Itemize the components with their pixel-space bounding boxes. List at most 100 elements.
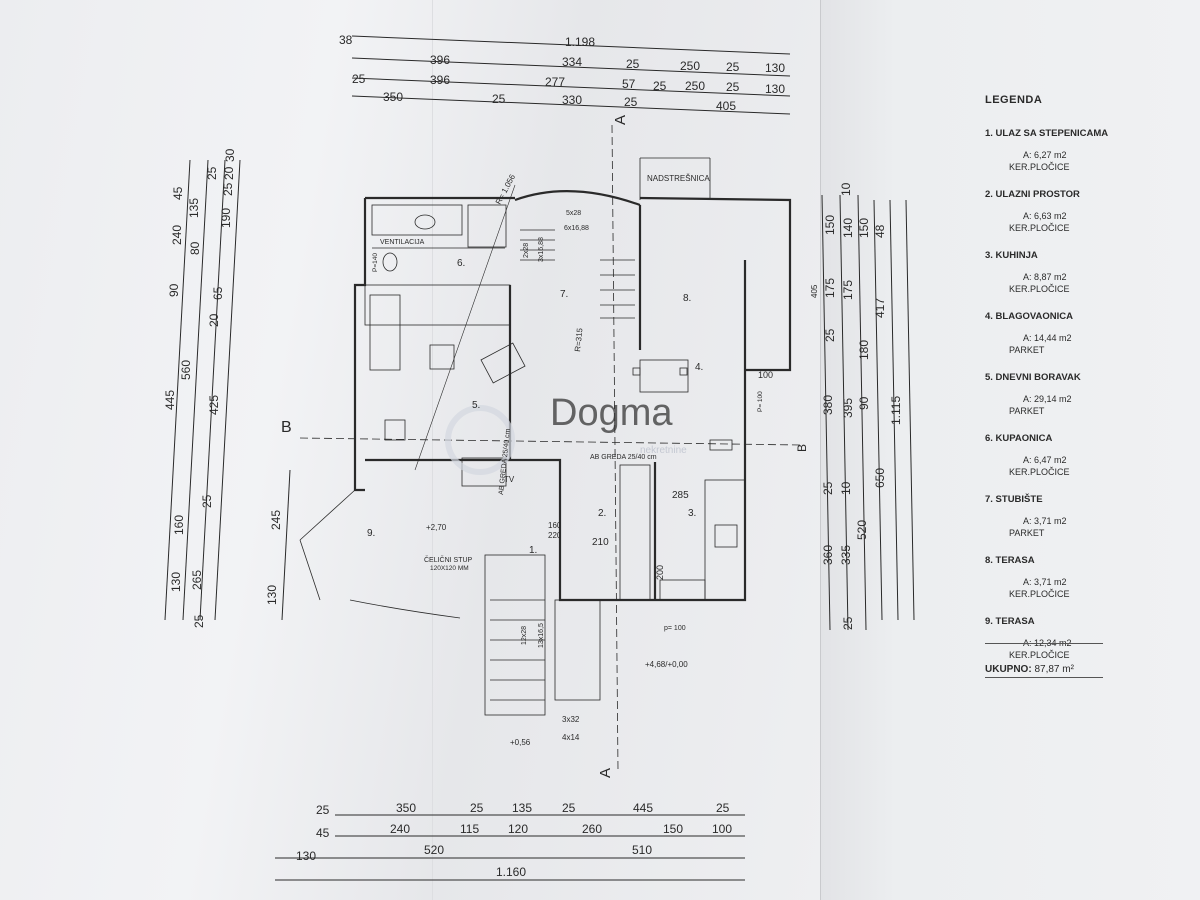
dim-label: 200: [655, 565, 665, 580]
dim-text: 25: [470, 801, 484, 815]
room-number: 4.: [695, 362, 703, 373]
dim-text: 25: [653, 79, 667, 93]
dim-text: 405: [810, 284, 819, 298]
dim-text: 425: [207, 395, 221, 415]
celicni-size-label: 120X120 MM: [430, 565, 469, 572]
legend-item-name: 9. TERASA: [985, 616, 1035, 627]
dim-text: 135: [512, 801, 532, 815]
legend-item-name: 2. ULAZNI PROSTOR: [985, 189, 1080, 200]
room-number: 6.: [457, 258, 465, 269]
dim-text: 25: [562, 801, 576, 815]
dim-text: 650: [873, 468, 887, 488]
dim-text: 25: [624, 95, 638, 109]
celicni-stup-label: ČELIČNI STUP: [424, 555, 473, 564]
legend-item-material: KER.PLOČICE: [1009, 589, 1070, 599]
dim-text: 130: [169, 572, 183, 592]
room-numbers: 1. 2. 3. 4. 5. 6. 7. 8. 9.: [367, 258, 703, 556]
dim-label: 100: [758, 370, 773, 380]
legend-item-area: A: 3,71 m2: [1023, 577, 1067, 587]
stairs-label: 5x28: [566, 210, 581, 217]
dim-text: 150: [823, 215, 837, 235]
legend-item-material: PARKET: [1009, 406, 1045, 416]
legend-item-name: 3. KUHINJA: [985, 250, 1038, 261]
elevation-label: +2,70: [426, 523, 447, 532]
section-b-label: B: [281, 419, 292, 436]
dim-text: 80: [188, 241, 202, 255]
stairs-label: 3x16,88: [538, 237, 545, 262]
legend-item-material: KER.PLOČICE: [1009, 223, 1070, 233]
left-dims: 445 160 130 25 90 560 265 45 240 135 80 …: [163, 148, 283, 628]
dim-text: 10: [839, 182, 853, 196]
dim-text: 25: [200, 494, 214, 508]
dim-text: 38: [339, 33, 353, 47]
dim-text: 57: [622, 77, 636, 91]
left-dimension-lines: [164, 159, 291, 621]
legend-item-material: KER.PLOČICE: [1009, 467, 1070, 477]
dim-text: 330: [562, 93, 582, 107]
stairs-label: 2x28: [523, 243, 530, 258]
dim-label: 160: [548, 521, 562, 530]
dim-text: 360: [821, 545, 835, 565]
stairs-label: 3x32: [562, 715, 580, 724]
paper-crease: [432, 0, 433, 900]
dim-text: 180: [857, 340, 871, 360]
legend-item-name: 7. STUBIŠTE: [985, 494, 1043, 505]
room-number: 8.: [683, 293, 691, 304]
dim-text: 250: [685, 79, 705, 93]
elevation-label: +4,68/+0,00: [645, 660, 688, 669]
dim-text: 510: [632, 843, 652, 857]
stairs-label: 4x14: [562, 733, 580, 742]
interior-lines: [299, 157, 746, 716]
dim-text: 150: [857, 218, 871, 238]
dim-text: 25: [841, 616, 855, 630]
dim-text: 175: [823, 278, 837, 298]
legend-item: 8. TERASA A: 3,71 m2 KER.PLOČICE: [985, 555, 1115, 600]
legend-item: 2. ULAZNI PROSTOR A: 6,63 m2 KER.PLOČICE: [985, 189, 1115, 234]
dim-text: 1.115: [889, 396, 903, 425]
legend-item-material: PARKET: [1009, 345, 1045, 355]
legend-item-material: KER.PLOČICE: [1009, 162, 1070, 172]
p-label: P=140: [372, 253, 379, 272]
dim-text: 25: [205, 166, 219, 180]
room-number: 3.: [688, 508, 696, 519]
dim-text: 20: [222, 166, 236, 180]
dim-text: 25: [726, 80, 740, 94]
dim-text: 350: [383, 90, 403, 104]
dim-text: 1.198: [565, 35, 595, 49]
legend-item-area: A: 6,63 m2: [1023, 211, 1067, 221]
dim-text: 405: [716, 99, 736, 113]
p-label: P= 100: [757, 391, 764, 412]
p-label: p= 100: [664, 625, 686, 632]
paper-left-sheet: [0, 0, 820, 900]
dim-text: 130: [765, 61, 785, 75]
section-lines: [299, 124, 801, 771]
dim-text: 240: [170, 225, 184, 245]
nadstresnica-label: NADSTREŠNICA: [647, 174, 710, 183]
dim-text: 45: [316, 826, 330, 840]
dim-text: 245: [269, 510, 283, 530]
legend-item-name: 8. TERASA: [985, 555, 1035, 566]
dim-text: 277: [545, 75, 565, 89]
stairs-label: 6x16,88: [564, 225, 589, 232]
dim-text: 65: [211, 286, 225, 300]
stairs-label: 12x28: [521, 626, 528, 645]
dim-text: 335: [839, 545, 853, 565]
dim-text: 130: [265, 585, 279, 605]
dim-text: 190: [219, 208, 233, 228]
dim-text: 25: [823, 328, 837, 342]
dim-text: 10: [839, 481, 853, 495]
bottom-dimension-lines: [275, 814, 745, 881]
dim-text: 48: [873, 224, 887, 238]
room-number: 1.: [529, 545, 537, 556]
top-dims: 38 1.198 396 334 25 250 25 130 25 396 27…: [339, 33, 785, 113]
dim-text: 175: [841, 280, 855, 300]
radius-label: R=315: [573, 327, 584, 352]
top-dimension-lines: [351, 35, 791, 115]
